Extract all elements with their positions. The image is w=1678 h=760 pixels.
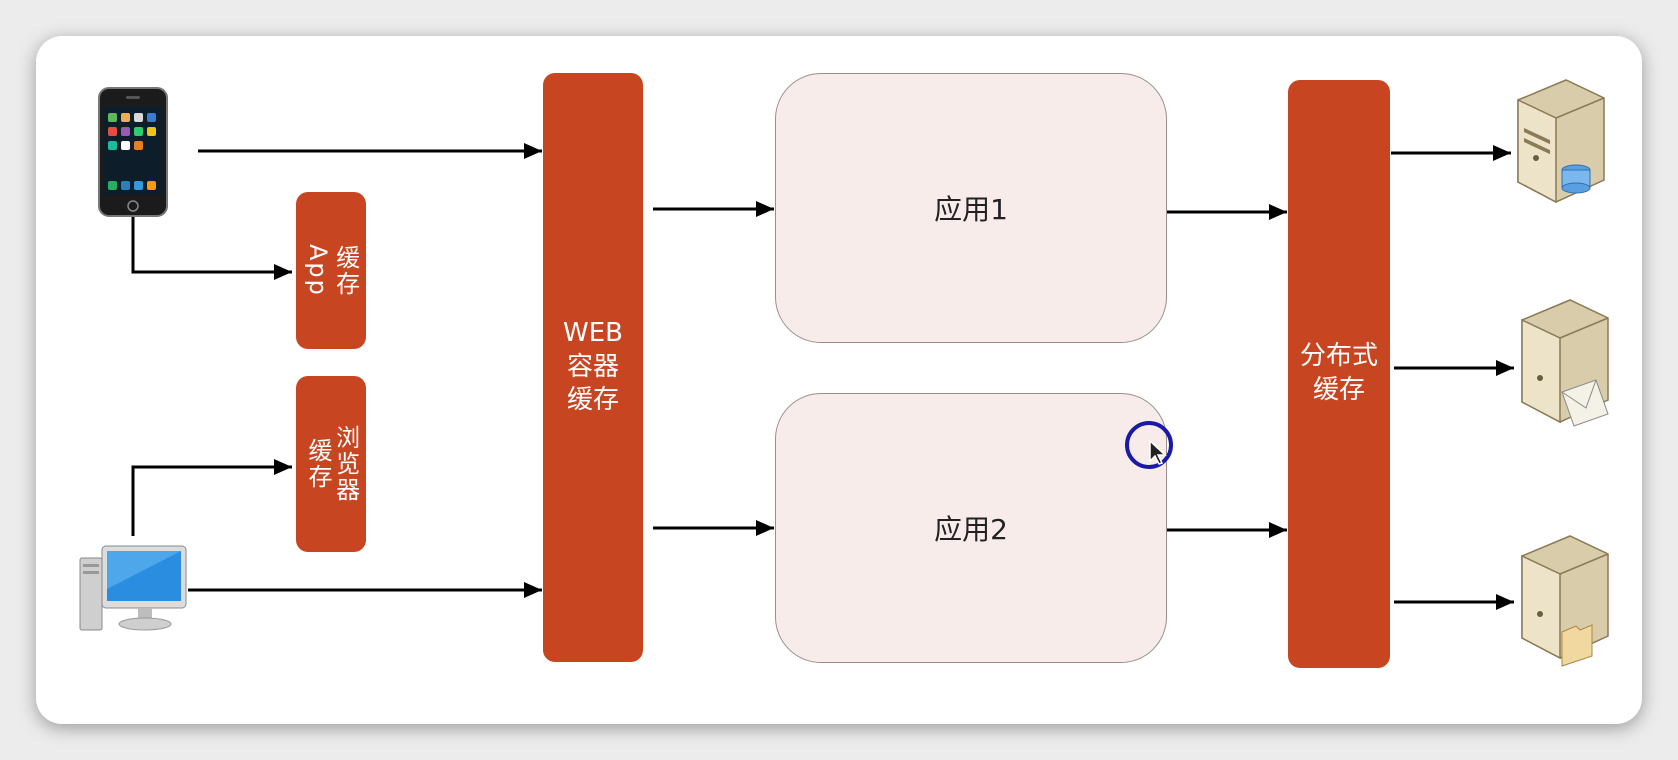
cursor-icon	[1124, 420, 1176, 472]
database-server-icon	[1512, 76, 1608, 204]
web-cache-label-3: 缓存	[566, 385, 619, 416]
app-cache-label-1: App	[304, 244, 332, 297]
distributed-cache-box: 分布式 缓存	[1288, 80, 1390, 668]
app-cache-label-2: 缓存	[331, 244, 360, 297]
desktop-computer-icon	[78, 544, 188, 636]
mobile-phone-icon	[98, 87, 168, 217]
file-server-icon	[1516, 532, 1612, 668]
arrow-phone-to-app-cache	[131, 215, 292, 280]
app2-label: 应用2	[934, 513, 1008, 546]
mail-server-icon	[1516, 296, 1612, 430]
dist-cache-label-1: 分布式	[1299, 341, 1378, 372]
web-cache-label-2: 容器	[566, 351, 619, 382]
web-cache-box: WEB 容器 缓存	[543, 73, 643, 662]
browser-cache-box: 浏览器缓存	[296, 376, 366, 552]
web-cache-label-1: WEB	[563, 317, 623, 348]
dist-cache-label-2: 缓存	[1312, 375, 1365, 405]
browser-cache-label-2: 缓存	[304, 438, 332, 490]
browser-cache-label-1: 浏览器	[331, 425, 360, 503]
app1-box: 应用1	[775, 73, 1167, 343]
app2-box: 应用2	[775, 393, 1167, 663]
app-cache-box: App 缓存	[296, 192, 366, 349]
app1-label: 应用1	[934, 193, 1008, 226]
arrow-pc-to-browser-cache	[131, 459, 292, 536]
